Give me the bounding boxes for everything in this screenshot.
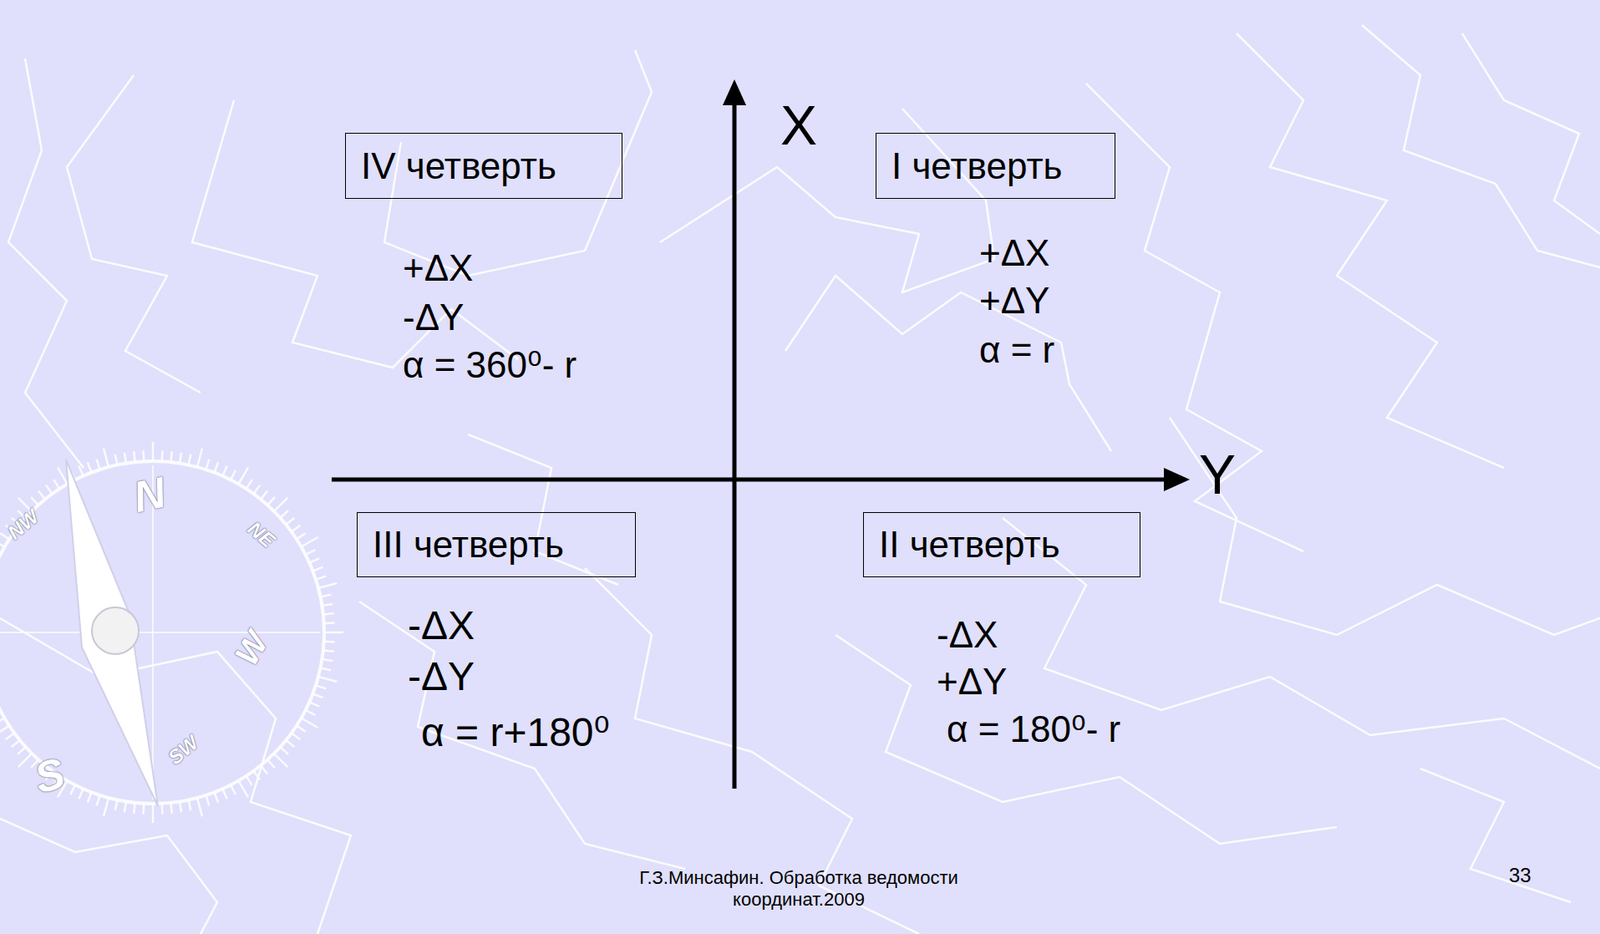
quadrant-box: II четверть [863, 512, 1141, 578]
quadrant-title: II четверть [878, 526, 1061, 564]
quadrant-title: III четверть [372, 526, 564, 564]
topographic-lines [0, 25, 1600, 934]
increment-sign: +ΔY [979, 282, 1050, 320]
quadrant-box: IV четверть [345, 132, 623, 199]
compass-rose [0, 441, 344, 823]
azimuth-formula: α = 360⁰- r [402, 346, 577, 384]
axis-label: Y [1198, 446, 1236, 503]
increment-sign: -ΔY [402, 299, 464, 336]
quadrant-box: I четверть [875, 132, 1116, 199]
compass-letter: S [30, 750, 70, 800]
compass-letter: N [129, 470, 170, 520]
y-axis-arrowhead [1163, 467, 1190, 492]
quadrant-box: III четверть [356, 512, 636, 578]
axis-label: X [780, 97, 818, 153]
azimuth-formula: α = r+180⁰ [421, 712, 610, 753]
coordinate-axes [331, 104, 1166, 789]
quadrant-title: IV четверть [360, 147, 557, 185]
azimuth-formula: α = r [979, 331, 1055, 369]
compass-letter: SW [164, 731, 203, 768]
increment-sign: -ΔX [407, 605, 475, 646]
footer-text: Г.З.Минсафин. Обработка ведомости коорди… [598, 867, 1000, 912]
quadrant-title: I четверть [891, 147, 1062, 185]
compass-letter: NE [243, 518, 279, 552]
increment-sign: +ΔX [402, 249, 473, 287]
increment-sign: +ΔY [936, 663, 1007, 701]
increment-sign: -ΔY [407, 656, 475, 697]
azimuth-formula: α = 180⁰- r [946, 711, 1121, 748]
increment-sign: -ΔX [936, 616, 998, 654]
x-axis-arrowhead [722, 79, 747, 106]
increment-sign: +ΔX [979, 234, 1050, 272]
page-number: 33 [1508, 865, 1532, 886]
